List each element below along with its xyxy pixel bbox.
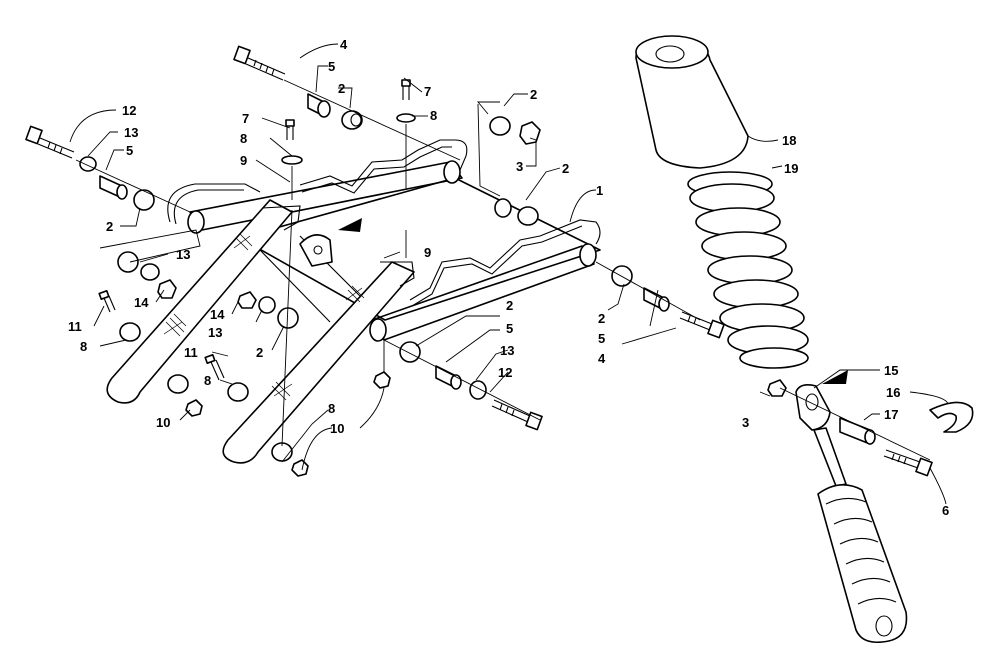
callout-2: 2 [530,87,537,102]
callout-4: 4 [598,351,606,366]
spacer-5-front-right [643,287,670,312]
callout-5: 5 [126,143,133,158]
callout-8: 8 [328,401,335,416]
callout-8: 8 [80,339,87,354]
rail-arm-left [106,199,301,404]
callout-17: 17 [884,407,898,422]
callout-9: 9 [424,245,431,260]
callout-13: 13 [208,325,222,340]
callout-19: 19 [784,161,798,176]
callout-labels: 4 5 2 7 8 2 3 2 1 7 8 9 12 13 5 2 13 14 … [68,37,949,518]
nut-10-left [185,399,203,417]
screw-7-washer-8-center [396,79,416,123]
washer-13-left [79,156,97,172]
callout-15: 15 [884,363,898,378]
callout-7: 7 [424,84,431,99]
spring-19 [687,171,809,369]
callout-9: 9 [240,153,247,168]
shock-absorber-15 [795,384,908,644]
rail-arm-right [222,261,415,464]
callout-5: 5 [506,321,513,336]
front-arrow-icon [338,218,362,232]
nut-3-shock [767,379,787,397]
spacer-5-top [307,93,331,118]
callout-14: 14 [210,307,225,322]
bushing-2-front-lower [399,341,421,363]
callout-5: 5 [598,331,605,346]
callout-12: 12 [498,365,512,380]
callout-10: 10 [330,421,344,436]
callout-6: 6 [942,503,949,518]
callout-14: 14 [134,295,149,310]
front-arrow-icon-shock [822,370,848,384]
callout-2: 2 [506,298,513,313]
callout-2: 2 [256,345,263,360]
callout-16: 16 [886,385,900,400]
callout-18: 18 [782,133,796,148]
washer-13-lower-left [140,263,160,281]
bolt-12-left [25,125,75,159]
callout-10: 10 [156,415,170,430]
callout-13: 13 [124,125,138,140]
callout-2: 2 [106,219,113,234]
bolt-4-front-right [679,311,725,339]
screw-7-washer-8-left [281,119,303,165]
bolt-6 [883,449,933,477]
callout-4: 4 [340,37,348,52]
callout-8: 8 [204,373,211,388]
callout-11: 11 [184,345,198,360]
nut-14-left [157,279,177,299]
washer-8-lower [167,374,189,394]
callout-leaders [69,43,949,505]
callout-8: 8 [430,108,437,123]
bolt-4-top [233,45,286,81]
bolt-12-front-lower [491,399,543,431]
callout-7: 7 [242,111,249,126]
bump-stop-18 [635,35,749,169]
washer-13-front-lower [469,380,487,400]
callout-8: 8 [240,131,247,146]
bushing-2-lower-left [117,251,139,273]
callout-11: 11 [68,319,82,334]
washer-13-middle [258,296,276,314]
screw-11-washer-8-middle [204,354,249,402]
wire-guides [167,139,601,307]
callout-2: 2 [338,81,345,96]
screw-11-washer-8-left [98,290,141,342]
hatch-mark [163,233,253,337]
assembly-lines [75,79,931,461]
callout-1: 1 [596,183,603,198]
nut-10-bottom [291,459,309,477]
clip-16 [929,401,974,433]
callout-13: 13 [500,343,514,358]
spacer-5-left [99,175,128,200]
callout-2: 2 [598,311,605,326]
callout-2: 2 [562,161,569,176]
callout-3: 3 [742,415,749,430]
bushing-2-left [133,189,155,211]
bushing-2-nut-3-right [489,116,541,226]
nut-14-middle [237,291,257,309]
callout-12: 12 [122,103,136,118]
callout-3: 3 [516,159,523,174]
callout-5: 5 [328,59,335,74]
callout-13: 13 [176,247,190,262]
nut-10-center [373,371,391,389]
